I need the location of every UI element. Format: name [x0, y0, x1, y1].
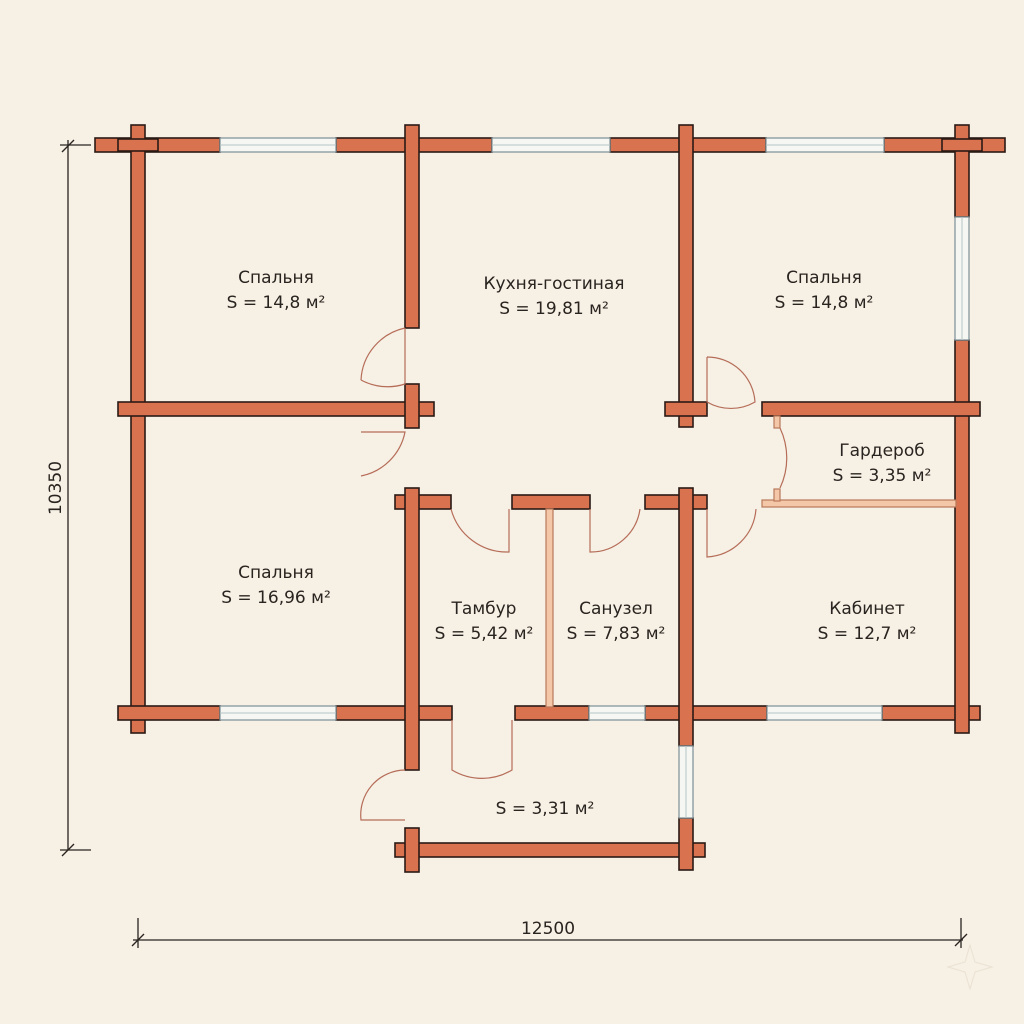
walls [94, 124, 1006, 873]
room-name-wardrobe: Гардероб [839, 441, 924, 461]
dimension-height: 10350 [46, 139, 91, 857]
room-labels: Спальня S = 14,8 м² Кухня-гостиная S = 1… [221, 268, 931, 819]
room-area-bedroom-sw: S = 16,96 м² [221, 588, 331, 608]
windows [219, 137, 970, 819]
room-area-bathroom: S = 7,83 м² [567, 624, 666, 644]
room-name-office: Кабинет [829, 599, 905, 619]
dimension-width: 12500 [131, 918, 968, 948]
dimension-height-label: 10350 [46, 461, 66, 515]
room-area-porch: S = 3,31 м² [496, 799, 595, 819]
room-area-office: S = 12,7 м² [818, 624, 917, 644]
room-area-kitchen-living: S = 19,81 м² [499, 299, 609, 319]
doors [360, 327, 788, 821]
room-name-bedroom-nw: Спальня [238, 268, 314, 288]
room-area-bedroom-ne: S = 14,8 м² [775, 293, 874, 313]
room-name-bedroom-sw: Спальня [238, 563, 314, 583]
room-name-kitchen-living: Кухня-гостиная [483, 274, 624, 294]
room-name-bedroom-ne: Спальня [786, 268, 862, 288]
partitions [545, 415, 957, 708]
room-area-vestibule: S = 5,42 м² [435, 624, 534, 644]
dimension-width-label: 12500 [521, 919, 575, 939]
room-name-vestibule: Тамбур [451, 599, 517, 619]
room-area-wardrobe: S = 3,35 м² [833, 466, 932, 486]
room-area-bedroom-nw: S = 14,8 м² [227, 293, 326, 313]
room-name-bathroom: Санузел [579, 599, 653, 619]
sparkle-icon [946, 943, 994, 991]
